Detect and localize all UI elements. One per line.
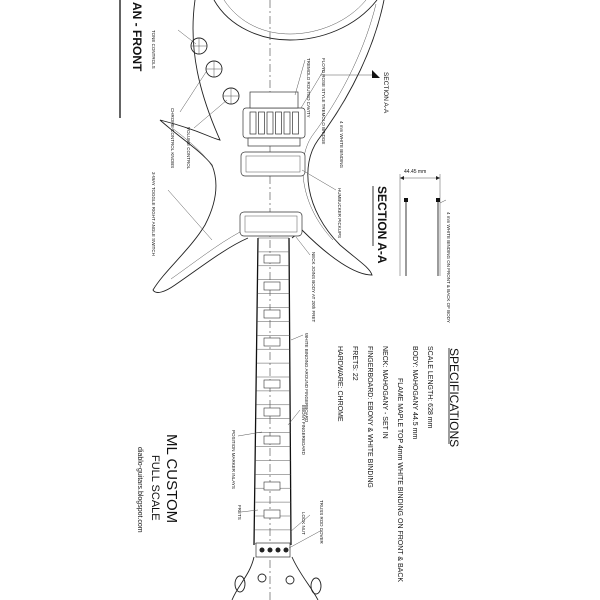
label-body-binding: 4 mm WHITE BINDING bbox=[339, 121, 344, 168]
inlay-marker bbox=[263, 309, 281, 319]
label-tone-controls: TONE CONTROLS bbox=[151, 30, 156, 69]
label-tremolo-cavity: TREMOLO ROUTED CAVITY bbox=[306, 58, 311, 118]
neck-pickup bbox=[239, 211, 303, 237]
spec-line: BODY: MAHOGANY 44.5 mm bbox=[411, 346, 418, 439]
label-toggle-switch: 3-WAY TOGGLE RIGHT ANGLE SWITCH bbox=[151, 172, 156, 256]
tremolo-bridge bbox=[242, 91, 306, 147]
label-frets: FRETS bbox=[237, 505, 242, 520]
tone-knob-2 bbox=[205, 60, 223, 78]
title-block-subtitle: FULL SCALE bbox=[149, 455, 161, 521]
fret-lines bbox=[255, 237, 291, 545]
section-marker-label: SECTION A-A bbox=[382, 72, 389, 114]
inlay-marker bbox=[263, 407, 281, 417]
bridge-pickup bbox=[240, 151, 306, 177]
label-fingerboard-binding: WHITE BINDING AROUND FINGERBOARD bbox=[304, 333, 309, 423]
section-marker-arrow bbox=[372, 70, 380, 78]
tone-knob-1 bbox=[190, 37, 208, 55]
label-ebony-fingerboard: EBONY FINGERBOARD bbox=[301, 405, 306, 456]
position-marker-inlays bbox=[263, 254, 281, 519]
section-profile bbox=[399, 174, 447, 276]
spec-lines: SCALE LENGTH: 628 mm BODY: MAHOGANY 44.5 … bbox=[336, 346, 433, 582]
inlay-marker bbox=[263, 281, 281, 291]
body-binding-line bbox=[170, 0, 377, 280]
tuner-pegs bbox=[234, 573, 322, 595]
inlay-marker bbox=[263, 509, 281, 519]
label-truss-rod-cover: TRUSS ROD COVER bbox=[319, 500, 324, 545]
lock-nut-screws bbox=[259, 547, 289, 553]
bridge-saddle bbox=[249, 111, 257, 135]
inlay-marker bbox=[263, 254, 281, 264]
callout-leaders bbox=[167, 29, 346, 549]
headstock-outline bbox=[231, 556, 319, 600]
section-dimension: 44.45 mm bbox=[404, 169, 426, 175]
fingerboard-edges bbox=[253, 237, 292, 546]
spec-line: FLAME MAPLE TOP 4mm WHITE BINDING ON FRO… bbox=[396, 378, 403, 582]
label-floyd-rose-bridge: FLOYD ROSE STYLE TREMOLO BRIDGE bbox=[321, 58, 326, 144]
inlay-marker bbox=[263, 481, 281, 491]
spec-line: NECK: MAHOGANY - SET IN bbox=[381, 346, 388, 439]
section-binding-note: 4 mm WHITE BINDING ON FRONT & BACK OF BO… bbox=[446, 212, 451, 323]
bridge-saddle bbox=[283, 111, 291, 135]
bridge-saddle bbox=[266, 111, 274, 135]
spec-title: SPECIFICATIONS bbox=[447, 348, 461, 447]
label-volume-control: VOLUME CONTROL bbox=[186, 127, 191, 170]
title-block-url: diablo-guitars.blogspot.com bbox=[136, 447, 143, 533]
spec-line: FRETS: 22 bbox=[351, 346, 358, 381]
spec-line: SCALE LENGTH: 628 mm bbox=[426, 346, 433, 429]
view-title: AN - FRONT bbox=[130, 2, 144, 72]
inlay-marker bbox=[263, 435, 281, 445]
section-title: SECTION A-A bbox=[375, 186, 389, 264]
inlay-marker bbox=[263, 379, 281, 389]
label-lock-nut: LOCK NUT bbox=[301, 512, 306, 535]
inlay-marker bbox=[263, 337, 281, 347]
spec-line: HARDWARE: CHROME bbox=[336, 346, 343, 422]
label-position-markers: POSITION MARKER INLAYS bbox=[231, 430, 236, 489]
bridge-saddle bbox=[275, 111, 282, 135]
bridge-saddle bbox=[258, 111, 265, 135]
title-block-title: ML CUSTOM bbox=[163, 434, 180, 523]
label-chrome-knobs: CHROME CONTROL KNOBS bbox=[170, 108, 175, 168]
label-humbucker-pickups: HUMBUCKER PICKUPS bbox=[337, 188, 342, 238]
volume-knob bbox=[222, 87, 240, 105]
spec-line: FINGERBOARD: EBONY & WHITE BINDING bbox=[366, 346, 373, 488]
body-outline bbox=[152, 0, 385, 293]
bridge-saddle bbox=[292, 111, 299, 135]
label-neck-joins: NECK JOINS BODY AT 20th FRET bbox=[311, 252, 316, 323]
lock-nut bbox=[255, 542, 291, 558]
